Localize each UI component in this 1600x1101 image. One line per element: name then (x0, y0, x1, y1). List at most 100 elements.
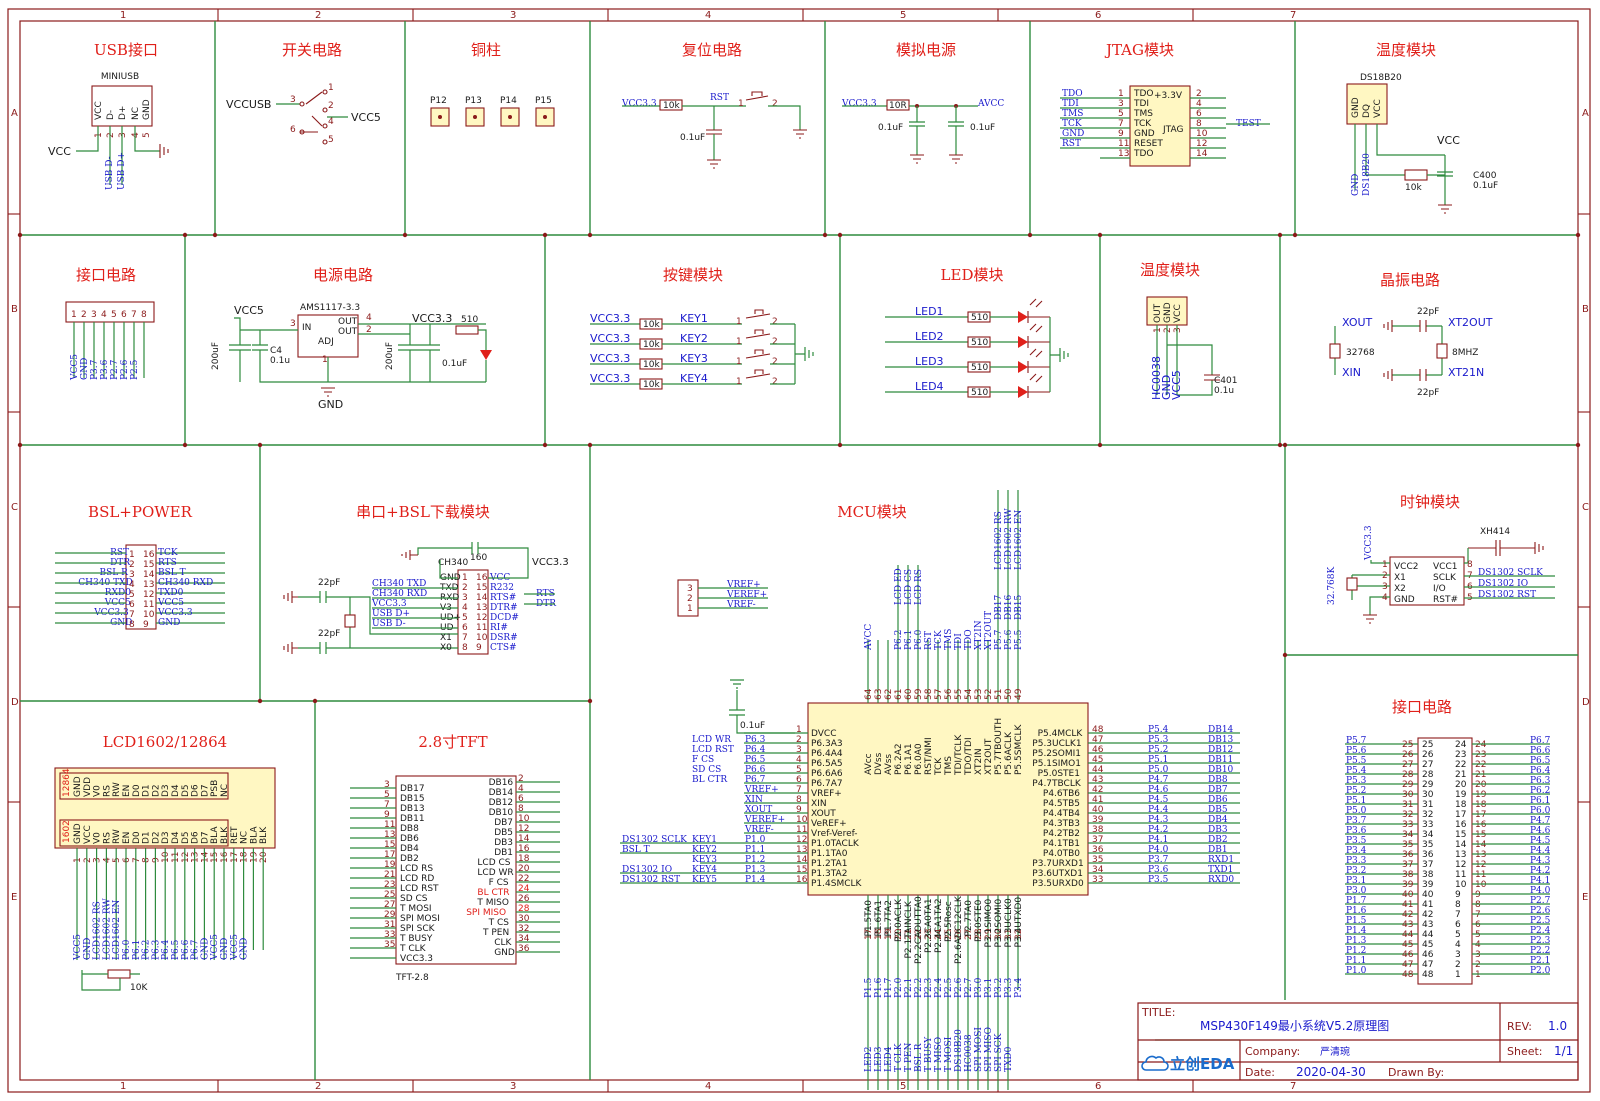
title-block: TITLE: MSP430F149最小系统V5.2原理图 REV: 1.0 Co… (1137, 1002, 1579, 1081)
tft-right-pin: T PEN (482, 928, 509, 938)
mcu-right-num: 41 (1092, 795, 1103, 805)
svg-text:IN: IN (302, 323, 311, 333)
ifbot-num: 43 (1402, 920, 1413, 930)
key-pin: 2 (772, 317, 778, 327)
mcu-bot-num: 25 (944, 929, 954, 940)
mcu-bot-num: 18 (874, 928, 884, 940)
crystal-circuit: XOUT XIN 32768 22pF 22pF 8MHZ XT2OUT XT2… (1329, 307, 1493, 398)
lcd-net: P6.5 (171, 939, 181, 960)
mcu-left-num: 8 (796, 795, 802, 805)
wire (794, 324, 814, 384)
led-icon (1018, 311, 1028, 323)
ch340-right-pin: RI# (490, 623, 508, 633)
mcu-left-num: 4 (796, 755, 802, 765)
svg-text:CH340: CH340 (438, 558, 469, 568)
usb-pin-name: D+ (118, 106, 128, 120)
mcu-bot-num: 22 (914, 929, 924, 940)
lcd1602-pin: VCC (83, 825, 93, 844)
tft-left-pin: DB4 (400, 844, 419, 854)
lcd12864-pin: D5 (181, 784, 191, 797)
mcu-right-net: P5.3 (1148, 735, 1169, 745)
ifbot-num: 31 (1402, 800, 1413, 810)
jtag-pin: TDI (1133, 99, 1149, 109)
mcu-left-pin: P6.4A4 (811, 749, 843, 759)
lcd-net: GND (220, 938, 230, 960)
svg-text:VCC: VCC (1373, 99, 1383, 118)
ruler-col: 5 (900, 10, 906, 21)
jtag-num: 4 (1196, 99, 1202, 109)
mcu-right-pin: P4.6TB6 (1043, 789, 1080, 799)
ruler-row: C (11, 502, 18, 513)
ruler-col: 4 (705, 1081, 711, 1092)
svg-text:1: 1 (328, 83, 334, 93)
lcd-num: 15 (210, 852, 220, 863)
vref-num: 3 (687, 584, 693, 594)
mcu-bot-net: P3.1 (984, 978, 994, 998)
mcu-left-pin: P1.0TACLK (811, 839, 860, 849)
mcu-top-pin: P5.6ACLK (1004, 731, 1014, 775)
ruler-row: C (1582, 502, 1589, 513)
ds1302-pin: GND (1394, 595, 1415, 605)
tft-right-num: 22 (518, 874, 529, 884)
lcd1602-pin: D6 (191, 831, 201, 844)
lcd-num: 16 (220, 851, 230, 863)
lcd12864-pin: NC (220, 784, 230, 797)
ch340-num: 4 (462, 603, 468, 613)
ch340-num: 16 (476, 573, 488, 583)
key-pin: 1 (736, 377, 742, 387)
ifbot-num: 36 (1402, 850, 1414, 860)
ifbot-inner-right: 21 (1455, 770, 1466, 780)
mcu-bot-pin: P2.3CA0TA1 (924, 898, 934, 953)
mcu-right-num: 42 (1092, 785, 1103, 795)
mcu-top-pin: P6.0A0 (914, 743, 924, 775)
junction-dot (182, 442, 188, 448)
tb-title-label: TITLE: (1141, 1006, 1175, 1019)
ch340-num: 7 (462, 633, 468, 643)
iftop-pin: 7 (131, 310, 137, 320)
ifbot-inner-right: 7 (1455, 910, 1461, 920)
ifbot-left-net: P1.4 (1346, 926, 1367, 936)
vref-num: 1 (687, 604, 693, 614)
ruler-col: 4 (705, 10, 711, 21)
key-res: 10k (643, 380, 660, 390)
ds1302-net: DS1302 RST (1478, 590, 1536, 600)
title-clock: 时钟模块 (1400, 493, 1460, 511)
mcu-left-net: P1.4 (745, 875, 766, 885)
mcu-left-num: 7 (796, 785, 802, 795)
svg-text:XIN: XIN (1342, 366, 1361, 379)
lcd1602-pin: D7 (200, 831, 210, 844)
mcu-right-num: 35 (1092, 855, 1103, 865)
lcd1602-pin: D3 (161, 831, 171, 844)
jtag-pin: RESET (1134, 139, 1163, 149)
mcu-bot-net: P1.5 (864, 977, 874, 998)
mcu-right-num: 47 (1092, 735, 1103, 745)
tft-right-pin: T MISO (476, 898, 509, 908)
svg-text:C400: C400 (1473, 171, 1497, 181)
ruler-row: D (1582, 697, 1590, 708)
tft-right-pin: GND (494, 948, 515, 958)
mcu-bot-num: 27 (964, 929, 974, 940)
mcu-top-num: 63 (874, 689, 884, 700)
jtag-num: 9 (1118, 129, 1124, 139)
lcd1602-pin: RET (230, 826, 240, 844)
mcu-left-net2: KEY5 (692, 875, 717, 885)
ifbot-right-net: P6.6 (1530, 746, 1551, 756)
mcu-right-pin: P3.7URXD1 (1032, 859, 1083, 869)
ds1302-clock: XH414 VCC3.3 32.768K VCC21X12X23GND4VCC1… (1327, 525, 1555, 624)
key-vcc: VCC3.3 (590, 332, 630, 345)
ch340-num: 5 (462, 613, 468, 623)
jtag-num: 11 (1118, 139, 1129, 149)
ifbot-num: 14 (1475, 840, 1487, 850)
bsl-right-net: TXD0 (158, 588, 184, 598)
ifbot-num: 44 (1402, 930, 1414, 940)
junction-dot (1097, 442, 1103, 448)
wire (1027, 386, 1050, 398)
mcu-right-net2: DB12 (1208, 745, 1233, 755)
mcu-bot-net2: LED4 (884, 1046, 894, 1072)
mcu-bot-num: 17 (864, 929, 874, 940)
tft-right-num: 16 (518, 844, 530, 854)
wire (488, 555, 529, 579)
lcd12864-pin: VDD (83, 777, 93, 797)
mcu-left-net2: KEY3 (692, 855, 717, 865)
